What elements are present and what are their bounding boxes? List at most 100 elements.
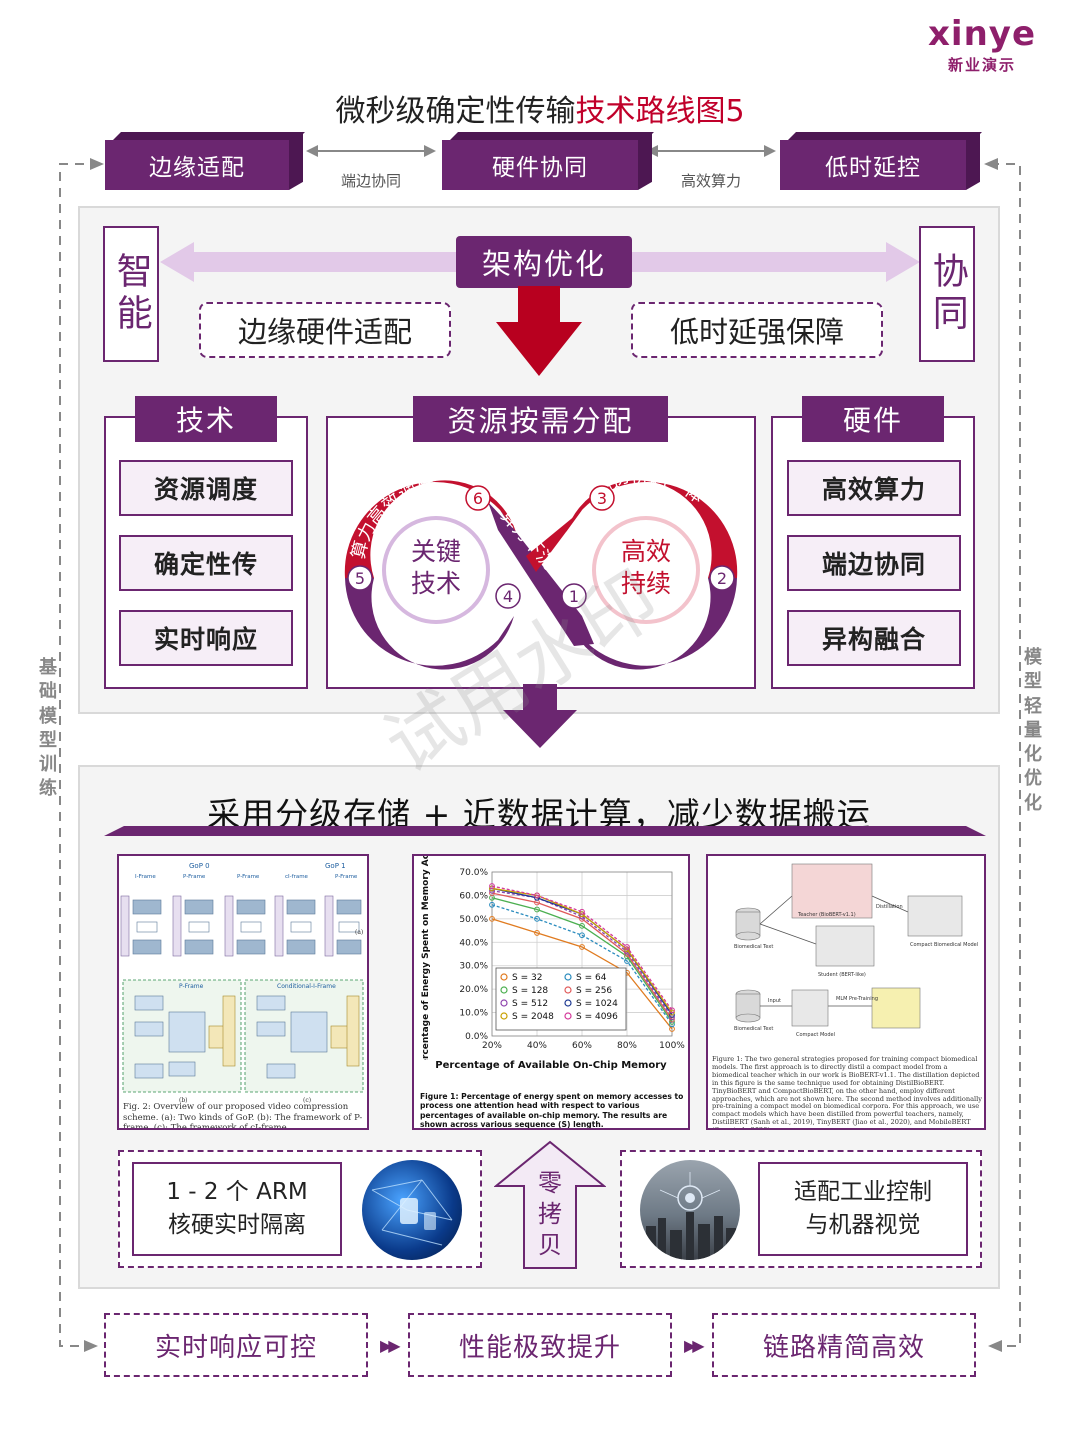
dashed-box-edge-hw: 边缘硬件适配 <box>199 302 451 358</box>
figure-video-compression: GoP 0 GoP 1 I-Frame P-Frame P-Frame cI-f… <box>117 854 369 1130</box>
chevron-right-icon: ▶▶ <box>380 1336 401 1355</box>
chart-legend-label: S = 128 <box>512 986 548 996</box>
center-head-arch-opt: 架构优化 <box>456 236 632 288</box>
side-label-left: 基础模型训练 <box>39 657 57 800</box>
chart-legend-label: S = 4096 <box>576 1012 618 1022</box>
chart-y-tick: 50.0% <box>459 915 488 925</box>
figure-video-compression-drawing: GoP 0 GoP 1 I-Frame P-Frame P-Frame cI-f… <box>120 862 364 1104</box>
dashed-box-low-latency: 低时延强保障 <box>631 302 883 358</box>
chart-legend-marker <box>500 986 508 994</box>
right-card: 适配工业控制 与机器视觉 <box>758 1162 968 1256</box>
sub-c-label: (c) <box>303 1097 311 1104</box>
logo-subtitle: 新业演示 <box>948 56 1017 74</box>
chart-legend-marker <box>564 999 572 1007</box>
link-label-right: 高效算力 <box>680 172 741 190</box>
hw-item-hetero: 异构融合 <box>787 610 961 666</box>
left-center-line1: 关键 <box>411 537 461 566</box>
gop1-label: GoP 1 <box>325 862 346 870</box>
chart-x-tick: 20% <box>482 1041 502 1051</box>
right-center-line2: 持续 <box>621 569 671 598</box>
top-box-hw-coop-label: 硬件协同 <box>492 155 588 181</box>
side-label-right: 模型轻量化优化 <box>1024 647 1042 814</box>
page-title: 微秒级确定性传输技术路线图5 <box>0 86 1080 130</box>
link-label-left: 端边协同 <box>340 172 401 190</box>
zero-copy-arrow: 零拷贝 <box>493 1140 607 1270</box>
chart-point <box>579 908 585 915</box>
ciframe-title: Conditional-I-Frame <box>277 983 336 990</box>
frame-label-2: P-Frame <box>183 874 206 880</box>
ai-city-illustration <box>640 1160 740 1260</box>
figure-biomedical: Biomedical Text Teacher (BioBERT-v1.1) D… <box>706 854 986 1130</box>
column-hardware-head: 硬件 <box>802 396 944 442</box>
chart-point <box>489 885 495 892</box>
number-3: 3 <box>597 489 607 508</box>
left-center-line2: 技术 <box>411 569 461 598</box>
side-box-intelligence: 智能 <box>103 226 159 362</box>
top-box-hw-coop: 硬件协同 <box>442 131 654 190</box>
bottom-box-realtime: 实时响应可控 <box>104 1313 368 1377</box>
right-center-line1: 高效 <box>621 537 671 566</box>
chart-legend-label: S = 1024 <box>576 999 618 1009</box>
top-box-low-latency: 低时延控 <box>780 131 982 190</box>
chart-y-tick: 30.0% <box>459 962 488 972</box>
chart-legend-label: S = 512 <box>512 999 548 1009</box>
top-box-low-latency-label: 低时延控 <box>825 155 921 181</box>
bio-label-9: Compact Model <box>796 1032 835 1038</box>
tech-item-deterministic: 确定性传 <box>119 535 293 591</box>
number-4: 4 <box>503 587 513 606</box>
purple-down-arrow <box>503 684 577 748</box>
chart-legend-label: S = 2048 <box>512 1012 554 1022</box>
right-card-line1: 适配工业控制 <box>794 1178 932 1205</box>
column-tech-head: 技术 <box>135 396 277 442</box>
chart-y-tick: 70.0% <box>459 868 488 878</box>
frame-label-4: cI-frame <box>285 874 309 880</box>
chart-y-tick: 10.0% <box>459 1009 488 1019</box>
title-part1: 微秒级确定性传输 <box>335 94 576 129</box>
hw-item-edge: 端边协同 <box>787 535 961 591</box>
chart-legend-marker <box>564 973 572 981</box>
bio-label-5: Compact Biomedical Model <box>910 942 978 948</box>
number-5: 5 <box>355 569 365 588</box>
chart-series-line <box>491 904 673 1025</box>
brand-logo: xinye 新业演示 <box>928 14 1048 75</box>
top-box-edge-adapt-label: 边缘适配 <box>149 155 245 181</box>
chart-legend-marker <box>564 1012 572 1020</box>
chart-point <box>534 915 540 922</box>
zero-copy-label: 零拷贝 <box>538 1169 562 1260</box>
bio-label-7: Input <box>768 998 781 1004</box>
chart-point <box>489 883 495 889</box>
bio-label-3: Distillation <box>876 904 903 910</box>
chart-legend-label: S = 64 <box>576 973 607 983</box>
red-down-arrow <box>496 286 582 376</box>
chart-legend-marker <box>500 1012 508 1020</box>
sub-a-label: (a) <box>355 929 363 936</box>
number-2: 2 <box>717 569 727 588</box>
right-card-line2: 与机器视觉 <box>805 1212 921 1238</box>
tech-item-scheduling: 资源调度 <box>119 460 293 516</box>
chart-x-tick: 80% <box>617 1041 637 1051</box>
chart-legend-marker <box>500 973 508 981</box>
figure-video-compression-caption: Fig. 2: Overview of our proposed video c… <box>123 1102 363 1130</box>
ai-city-drawing <box>646 1172 736 1260</box>
chart-legend-box <box>495 967 627 1031</box>
chart-point <box>624 944 630 950</box>
logo-word: xinye <box>928 14 1037 54</box>
pframe-title: P-Frame <box>179 983 204 990</box>
side-box-collaboration: 协同 <box>919 226 975 362</box>
chart-point <box>669 1007 675 1014</box>
figure-biomedical-caption: Figure 1: The two general strategies pro… <box>712 1055 982 1128</box>
chart-y-tick: 20.0% <box>459 985 488 995</box>
bio-label-1: Biomedical Text <box>734 944 773 950</box>
chart-x-tick: 60% <box>572 1041 592 1051</box>
headline-underline <box>104 826 986 836</box>
number-6: 6 <box>473 489 483 508</box>
chart-x-tick: 40% <box>527 1041 547 1051</box>
chart-legend-label: S = 32 <box>512 973 542 983</box>
infinity-diagram: 算力高效调度 架构深度优化 端边协同一体 异构算力融合 算力下沉 关键 技术 高… <box>344 467 738 670</box>
energy-chart-svg: Percentage of Energy Spent on Memory Acc… <box>421 856 685 1072</box>
left-card-line1: 1 - 2 个 ARM <box>166 1178 308 1205</box>
sub-b-label: (b) <box>179 1097 188 1104</box>
chart-point <box>579 944 585 950</box>
chart-y-tick: 60.0% <box>459 891 488 901</box>
chart-xlabel: Percentage of Available On-Chip Memory <box>435 1060 667 1071</box>
